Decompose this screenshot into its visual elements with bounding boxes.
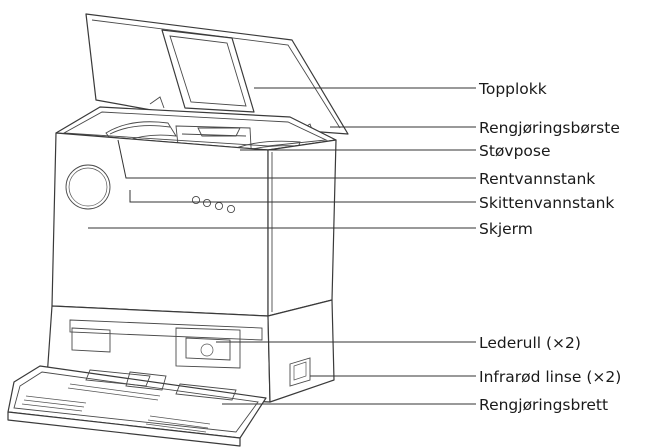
- cleaning-tray-shape: [7, 365, 267, 447]
- station-body: [51, 132, 337, 317]
- button-1: [191, 195, 201, 205]
- label-screen: Skjerm: [479, 220, 533, 238]
- leader-dirty-water-tank: [129, 190, 476, 203]
- leader-clean-water-tank: [117, 139, 476, 179]
- label-dirty-water-tank: Skittenvannstank: [479, 194, 614, 212]
- label-guide-roller: Lederull (×2): [479, 334, 581, 352]
- callout-labels: Topplokk Rengjøringsbørste Støvpose Rent…: [478, 80, 621, 414]
- top-lid-shape: [85, 13, 349, 135]
- button-4: [226, 204, 236, 214]
- label-clean-water-tank: Rentvannstank: [479, 170, 595, 188]
- button-2: [202, 198, 212, 208]
- label-dust-bag: Støvpose: [479, 142, 551, 160]
- label-cleaning-tray: Rengjøringsbrett: [479, 396, 608, 414]
- label-cleaning-brush: Rengjøringsbørste: [479, 119, 620, 137]
- leader-lines: [88, 87, 476, 405]
- left-hinge: [149, 96, 165, 109]
- label-top-lid: Topplokk: [478, 80, 547, 98]
- screen-shape: [65, 164, 111, 210]
- infrared-lens-shape: [289, 357, 311, 387]
- base-station-illustration: [7, 13, 349, 447]
- label-infrared-lens: Infrarød linse (×2): [479, 368, 621, 386]
